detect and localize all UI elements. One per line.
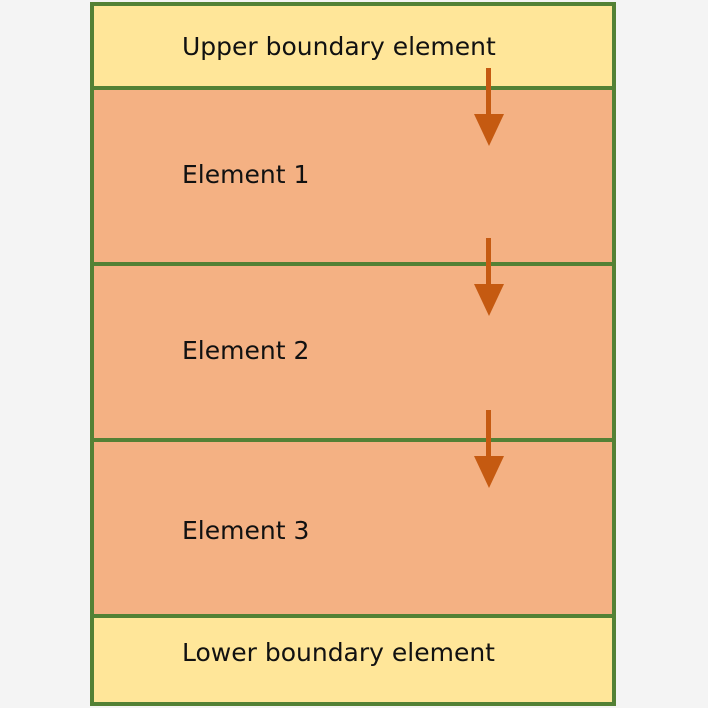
- element-3-block: Element 3: [90, 438, 616, 622]
- down-arrow-icon: [474, 238, 504, 316]
- lower-boundary-block: Lower boundary element: [90, 614, 616, 706]
- down-arrow-icon: [474, 68, 504, 146]
- block-label: Element 1: [182, 160, 310, 189]
- block-label: Element 2: [182, 336, 310, 365]
- down-arrow-icon: [474, 410, 504, 488]
- block-label: Element 3: [182, 516, 310, 545]
- block-label: Upper boundary element: [182, 32, 496, 61]
- block-label: Lower boundary element: [182, 638, 495, 667]
- element-2-block: Element 2: [90, 262, 616, 446]
- upper-boundary-block: Upper boundary element: [90, 2, 616, 94]
